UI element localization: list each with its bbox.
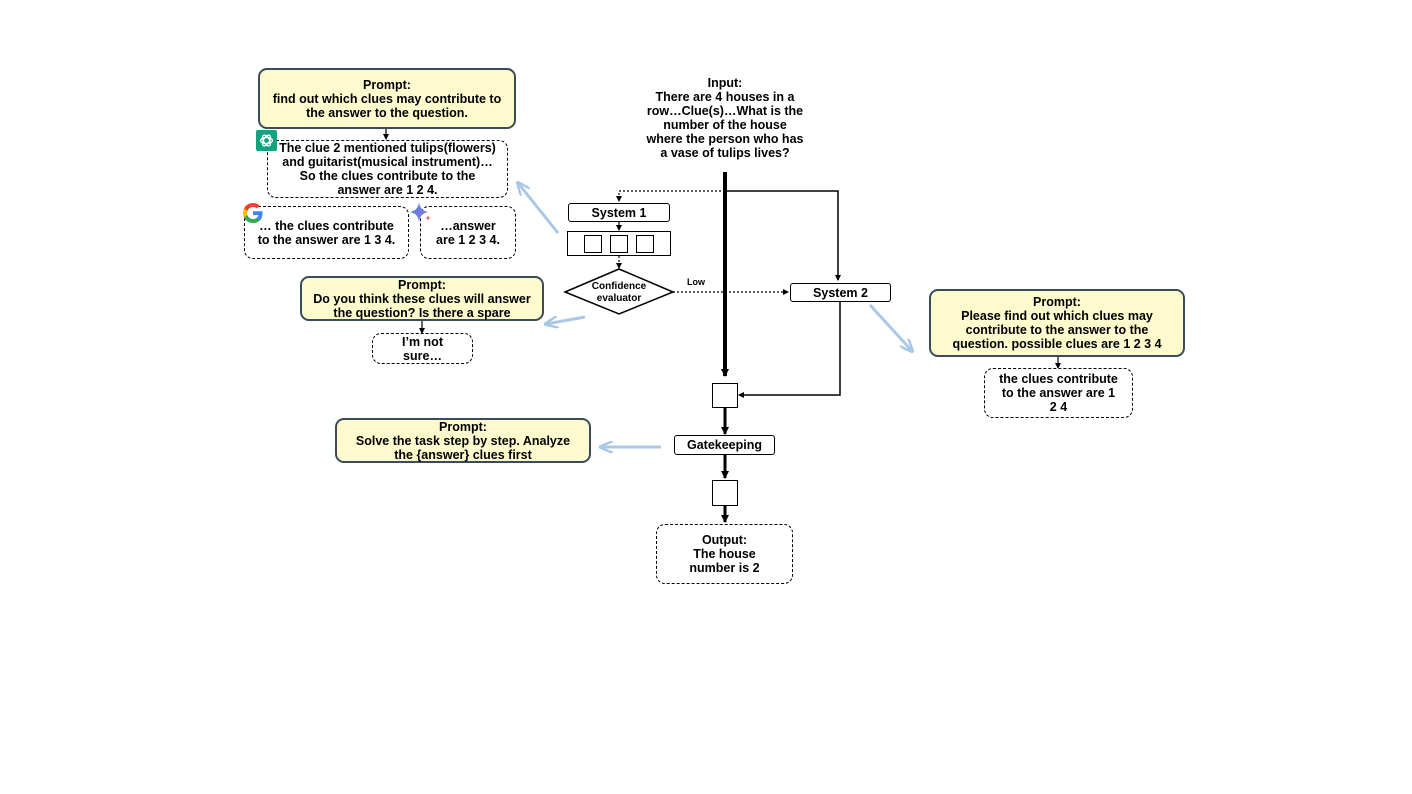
prompt-top-box: Prompt: find out which clues may contrib… xyxy=(258,68,516,129)
branch-system2 xyxy=(725,190,841,281)
prompt-line: find out which clues may contribute to xyxy=(272,91,502,106)
system2-return-line xyxy=(738,302,841,398)
answer-line: I’m not xyxy=(402,334,443,349)
input-line: row…Clue(s)…What is the xyxy=(646,104,804,118)
answer-line: …answer xyxy=(440,218,496,233)
answer-line: So the clues contribute to the xyxy=(299,169,476,183)
blue-arrow-to-confidence xyxy=(546,315,586,324)
blue-arrow-to-top xyxy=(518,183,560,234)
prompt-line: Do you think these clues will answer xyxy=(313,291,531,306)
answer-line: the clues contribute xyxy=(999,372,1118,386)
system2-label: System 2 xyxy=(813,285,868,300)
prompt-heading: Prompt: xyxy=(439,419,487,434)
prompt-line: question. possible clues are 1 2 3 4 xyxy=(952,337,1162,351)
prompt-line: Please find out which clues may xyxy=(961,309,1153,323)
prompt-line: contribute to the answer to the xyxy=(965,323,1149,337)
prompt-solve-box: Prompt: Solve the task step by step. Ana… xyxy=(335,418,591,463)
system2-box: System 2 xyxy=(790,283,891,302)
system1-box: System 1 xyxy=(568,203,670,222)
confidence-line: evaluator xyxy=(596,293,642,304)
google-logo-icon xyxy=(243,203,263,223)
confidence-diamond xyxy=(563,268,675,315)
prompt-line: the question? Is there a spare xyxy=(333,305,511,320)
system1-cell xyxy=(584,235,602,253)
input-heading: Input: xyxy=(707,76,743,90)
system1-cell xyxy=(610,235,628,253)
answer-line: and guitarist(musical instrument)… xyxy=(282,155,493,169)
input-text: Input: There are 4 houses in a row…Clue(… xyxy=(630,74,820,162)
input-line: a vase of tulips lives? xyxy=(660,146,790,160)
system1-label: System 1 xyxy=(591,205,647,220)
input-line: where the person who has xyxy=(646,132,804,146)
gemini-sparkle-icon xyxy=(410,202,431,222)
chatgpt-logo-icon xyxy=(256,130,277,151)
answer-line: to the answer are 1 3 4. xyxy=(257,232,396,247)
blue-arrow-to-right xyxy=(868,303,912,351)
prompt-line: Solve the task step by step. Analyze xyxy=(355,433,571,448)
confidence-line: Confidence xyxy=(591,281,647,292)
right-answer-box: the clues contribute to the answer are 1… xyxy=(984,368,1133,418)
chatgpt-answer-box: The clue 2 mentioned tulips(flowers) and… xyxy=(267,140,508,198)
answer-line: to the answer are 1 xyxy=(1001,386,1116,400)
answer-line: The clue 2 mentioned tulips(flowers) xyxy=(279,141,496,155)
pre-output-box xyxy=(712,480,738,506)
gatekeeping-box: Gatekeeping xyxy=(674,435,775,455)
prompt-line: the {answer} clues first xyxy=(394,447,532,462)
answer-line: sure… xyxy=(403,348,442,363)
google-answer-box: … the clues contribute to the answer are… xyxy=(244,206,409,259)
output-line: number is 2 xyxy=(689,561,760,575)
answer-line: answer are 1 2 4. xyxy=(337,183,438,197)
dotted-branch-system1 xyxy=(616,190,725,202)
prompt-line: the answer to the question. xyxy=(306,105,468,120)
confidence-label: Confidence evaluator xyxy=(580,280,658,306)
output-box: Output: The house number is 2 xyxy=(656,524,793,584)
prompt-heading: Prompt: xyxy=(1033,295,1081,309)
output-heading: Output: xyxy=(701,533,748,547)
input-line: There are 4 houses in a xyxy=(655,90,795,104)
prompt-right-box: Prompt: Please find out which clues may … xyxy=(929,289,1185,357)
prompt-heading: Prompt: xyxy=(398,277,446,292)
answer-line: … the clues contribute xyxy=(259,218,394,233)
gatekeeping-label: Gatekeeping xyxy=(686,438,763,452)
output-line: The house xyxy=(693,547,756,561)
system1-cell xyxy=(636,235,654,253)
not-sure-box: I’m not sure… xyxy=(372,333,473,364)
input-line: number of the house xyxy=(663,118,787,132)
answer-line: are 1 2 3 4. xyxy=(436,232,500,247)
gemini-answer-box: …answer are 1 2 3 4. xyxy=(420,206,516,259)
low-label: Low xyxy=(687,277,705,287)
answer-line: 2 4 xyxy=(1049,400,1068,414)
prompt-confidence-box: Prompt: Do you think these clues will an… xyxy=(300,276,544,321)
merge-box xyxy=(712,383,738,408)
prompt-heading: Prompt: xyxy=(363,77,411,92)
